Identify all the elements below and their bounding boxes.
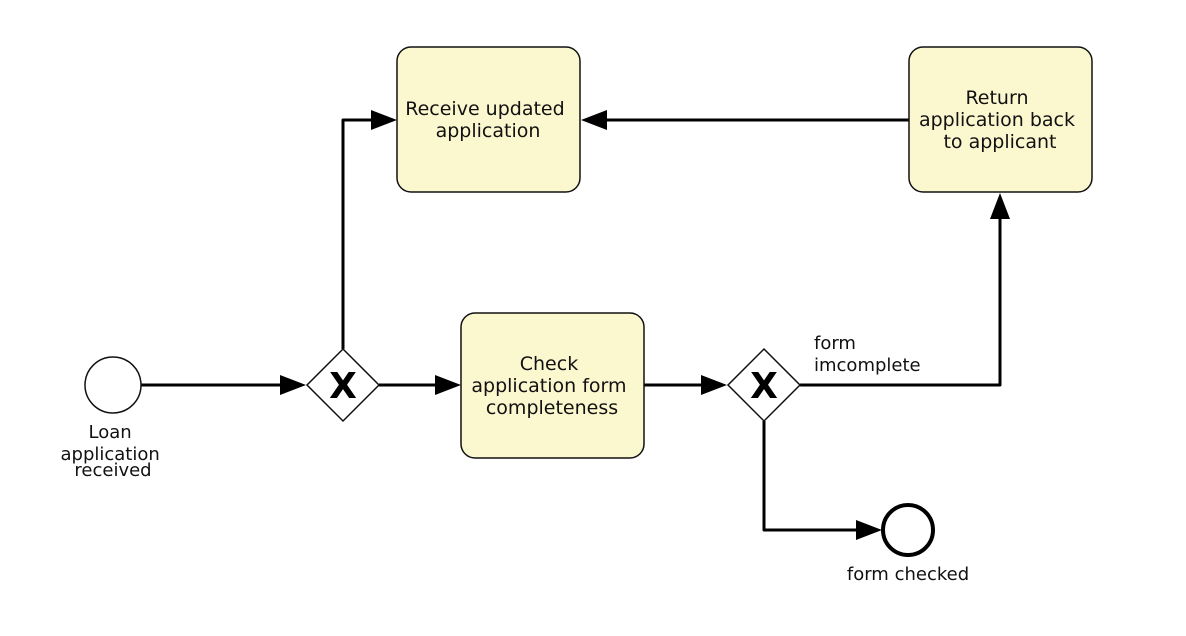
exclusive-gateway-2[interactable]: X: [726, 347, 802, 423]
task-label-line: Receive updated: [405, 98, 564, 120]
task-receive-updated[interactable]: Receive updated application: [396, 46, 581, 193]
task-box: [460, 312, 645, 459]
arrowhead-icon: [280, 375, 306, 395]
arrowhead-icon: [856, 520, 882, 540]
start-event-label-line: application: [60, 444, 159, 465]
flow-gateway1-to-receive[interactable]: [341, 118, 381, 349]
flow-label-line: form: [814, 333, 856, 354]
sequence-flows: [141, 110, 1010, 540]
end-event-label: form checked: [847, 564, 969, 585]
start-event-label-line: received: [74, 460, 151, 481]
flow-label-incomplete: form imcomplete: [814, 333, 921, 376]
task-label-line: completeness: [486, 397, 618, 419]
task-label-line: application: [436, 120, 541, 142]
flow-gateway2-to-end[interactable]: [762, 421, 866, 532]
start-event-label: Loan application received: [60, 422, 165, 481]
task-box: [396, 46, 581, 193]
end-event-circle: [881, 503, 935, 557]
start-event-label-line: Loan: [89, 422, 132, 443]
flow-label-line: imcomplete: [814, 355, 921, 376]
start-event[interactable]: Loan application received: [60, 356, 165, 481]
exclusive-gateway-1[interactable]: X: [305, 347, 381, 423]
task-box: [908, 46, 1093, 193]
task-label: Receive updated application: [405, 98, 570, 142]
gateway-x-icon: X: [750, 366, 778, 407]
task-return-to-applicant[interactable]: Return application back to applicant: [908, 46, 1093, 193]
arrowhead-icon: [581, 110, 607, 130]
flow-gateway2-to-return[interactable]: [800, 209, 1002, 387]
end-event[interactable]: form checked: [847, 503, 969, 585]
start-event-circle: [84, 356, 142, 414]
task-label-line: application form: [471, 375, 626, 397]
gateway-x-icon: X: [329, 366, 357, 407]
arrowhead-icon: [371, 110, 397, 130]
task-label-line: Return: [965, 87, 1028, 109]
task-label: Return application back to applicant: [919, 87, 1081, 153]
task-label-line: to applicant: [943, 131, 1056, 153]
gateway-diamond: [305, 347, 381, 423]
arrowhead-icon: [990, 193, 1010, 219]
arrowhead-icon: [435, 375, 461, 395]
task-label: Check application form completeness: [471, 353, 632, 419]
task-label-line: application back: [919, 109, 1075, 131]
gateway-diamond: [726, 347, 802, 423]
arrowhead-icon: [701, 375, 727, 395]
task-label-line: Check: [520, 353, 578, 375]
task-check-completeness[interactable]: Check application form completeness: [460, 312, 645, 459]
